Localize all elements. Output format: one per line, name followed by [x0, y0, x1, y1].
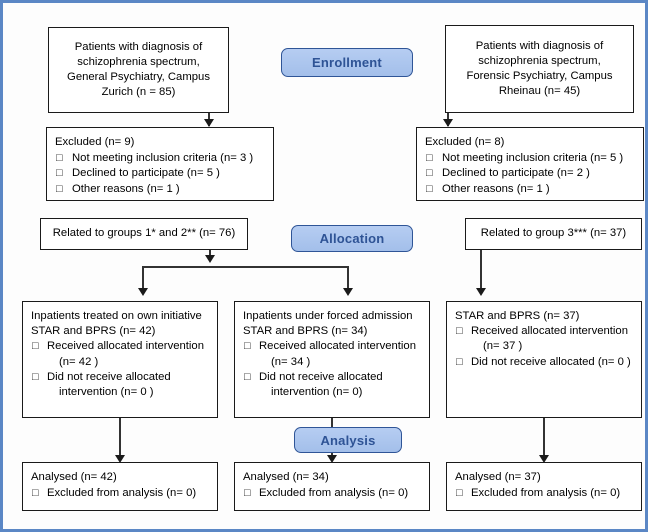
group3-item-received-text: Received allocated intervention — [471, 325, 628, 338]
analysis-group2-header: Analysed (n= 34) — [243, 471, 329, 483]
right-excluded-header: Excluded (n= 8) — [425, 136, 505, 148]
group2-header2: STAR and BPRS (n= 34) — [243, 325, 368, 338]
right-excluded-list: Not meeting inclusion criteria (n= 5 ) D… — [425, 151, 635, 197]
arrowhead-group1-to-analysis — [115, 455, 125, 463]
allocation-group-box-right: Related to group 3*** (n= 37) — [465, 218, 642, 250]
allocation-left-text: Related to groups 1* and 2** (n= 76) — [52, 227, 236, 240]
stage-allocation-text: Allocation — [319, 231, 385, 246]
group1-header2: STAR and BPRS (n= 42) — [31, 325, 156, 338]
left-source-line4: Zurich (n = 85) — [101, 86, 176, 99]
arrowhead-branch-group1 — [138, 288, 148, 296]
stage-enrollment-text: Enrollment — [312, 55, 382, 70]
right-source-line1: Patients with diagnosis of — [475, 39, 604, 52]
left-excluded-item-1: Declined to participate (n= 5 ) — [55, 166, 265, 181]
group3-header1: STAR and BPRS (n= 37) — [455, 310, 580, 322]
analysis-group1-list: Excluded from analysis (n= 0) — [31, 486, 209, 501]
group1-header1: Inpatients treated on own initiative — [31, 310, 202, 322]
stage-analysis-text: Analysis — [320, 432, 376, 448]
analysis-group1-header: Analysed (n= 42) — [31, 471, 117, 483]
intervention-box-group1: Inpatients treated on own initiative STA… — [22, 301, 218, 418]
group3-list: Received allocated intervention (n= 37 )… — [455, 324, 633, 370]
enrollment-source-box-right: Patients with diagnosis of schizophrenia… — [445, 25, 634, 113]
arrowhead-branch-group2 — [343, 288, 353, 296]
group2-item-received-text: Received allocated intervention — [259, 340, 416, 353]
group2-item-notreceived-count: intervention (n= 0) — [271, 386, 363, 399]
group3-item-notreceived-text: Did not receive allocated (n= 0 ) — [471, 355, 631, 368]
left-source-line2: schizophrenia spectrum, — [77, 55, 200, 68]
stage-label-analysis: Analysis — [294, 427, 402, 453]
arrowhead-left-source-to-excluded — [204, 119, 214, 127]
right-source-line2: schizophrenia spectrum, — [478, 54, 601, 67]
group1-item-received-count: (n= 42 ) — [59, 355, 99, 368]
left-source-line3: General Psychiatry, Campus — [67, 71, 210, 83]
allocation-right-text: Related to group 3*** (n= 37) — [480, 227, 627, 240]
allocation-group-box-left: Related to groups 1* and 2** (n= 76) — [40, 218, 248, 250]
left-excluded-item-0: Not meeting inclusion criteria (n= 3 ) — [55, 151, 265, 166]
excluded-box-left: Excluded (n= 9) Not meeting inclusion cr… — [46, 127, 274, 201]
group1-item-received: Received allocated intervention (n= 42 ) — [31, 339, 209, 369]
analysis-group1-excluded: Excluded from analysis (n= 0) — [31, 486, 209, 501]
right-source-line3: Forensic Psychiatry, Campus — [466, 70, 613, 82]
group1-list: Received allocated intervention (n= 42 )… — [31, 339, 209, 400]
analysis-group3-list: Excluded from analysis (n= 0) — [455, 486, 633, 501]
group1-item-received-text: Received allocated intervention — [47, 340, 204, 353]
stage-label-allocation: Allocation — [291, 225, 413, 252]
group1-item-notreceived: Did not receive allocated intervention (… — [31, 370, 209, 400]
group2-header1: Inpatients under forced admission — [243, 310, 413, 322]
arrowhead-group3-to-analysis — [539, 455, 549, 463]
arrowhead-allocation-left-stem — [205, 255, 215, 263]
intervention-box-group2: Inpatients under forced admission STAR a… — [234, 301, 430, 418]
group2-item-received-count: (n= 34 ) — [271, 355, 311, 368]
right-source-line4: Rheinau (n= 45) — [498, 85, 581, 98]
right-excluded-item-1: Declined to participate (n= 2 ) — [425, 166, 635, 181]
analysis-box-group3: Analysed (n= 37) Excluded from analysis … — [446, 462, 642, 511]
intervention-box-group3: STAR and BPRS (n= 37) Received allocated… — [446, 301, 642, 418]
left-excluded-list: Not meeting inclusion criteria (n= 3 ) D… — [55, 151, 265, 197]
group2-item-notreceived-text: Did not receive allocated — [259, 370, 383, 383]
group2-list: Received allocated intervention (n= 34 )… — [243, 339, 421, 400]
group3-item-notreceived: Did not receive allocated (n= 0 ) — [455, 355, 633, 370]
connector-allocation-right-to-group3 — [480, 250, 482, 292]
group3-item-received: Received allocated intervention (n= 37 ) — [455, 324, 633, 354]
analysis-group3-header: Analysed (n= 37) — [455, 471, 541, 483]
left-excluded-header: Excluded (n= 9) — [55, 136, 135, 148]
connector-allocation-split-bar — [142, 266, 349, 268]
analysis-group2-list: Excluded from analysis (n= 0) — [243, 486, 421, 501]
analysis-group2-excluded: Excluded from analysis (n= 0) — [243, 486, 421, 501]
group3-item-received-count: (n= 37 ) — [483, 340, 523, 353]
analysis-group3-excluded: Excluded from analysis (n= 0) — [455, 486, 633, 501]
right-excluded-item-0: Not meeting inclusion criteria (n= 5 ) — [425, 151, 635, 166]
stage-label-enrollment: Enrollment — [281, 48, 413, 77]
connector-group3-to-analysis — [543, 418, 545, 460]
left-excluded-item-2: Other reasons (n= 1 ) — [55, 182, 265, 197]
left-source-line1: Patients with diagnosis of — [74, 40, 203, 53]
arrowhead-allocation-right-to-group3 — [476, 288, 486, 296]
group2-item-received: Received allocated intervention (n= 34 ) — [243, 339, 421, 369]
analysis-box-group2: Analysed (n= 34) Excluded from analysis … — [234, 462, 430, 511]
arrowhead-group2-to-analysis — [327, 455, 337, 463]
connector-allocation-branch-group2 — [347, 266, 349, 292]
connector-group1-to-analysis — [119, 418, 121, 460]
group2-item-notreceived: Did not receive allocated intervention (… — [243, 370, 421, 400]
right-excluded-item-2: Other reasons (n= 1 ) — [425, 182, 635, 197]
group1-item-notreceived-text: Did not receive allocated — [47, 370, 171, 383]
excluded-box-right: Excluded (n= 8) Not meeting inclusion cr… — [416, 127, 644, 201]
group1-item-notreceived-count: intervention (n= 0 ) — [59, 386, 154, 399]
arrowhead-right-source-to-excluded — [443, 119, 453, 127]
enrollment-source-box-left: Patients with diagnosis of schizophrenia… — [48, 27, 229, 113]
analysis-box-group1: Analysed (n= 42) Excluded from analysis … — [22, 462, 218, 511]
connector-allocation-branch-group1 — [142, 266, 144, 292]
